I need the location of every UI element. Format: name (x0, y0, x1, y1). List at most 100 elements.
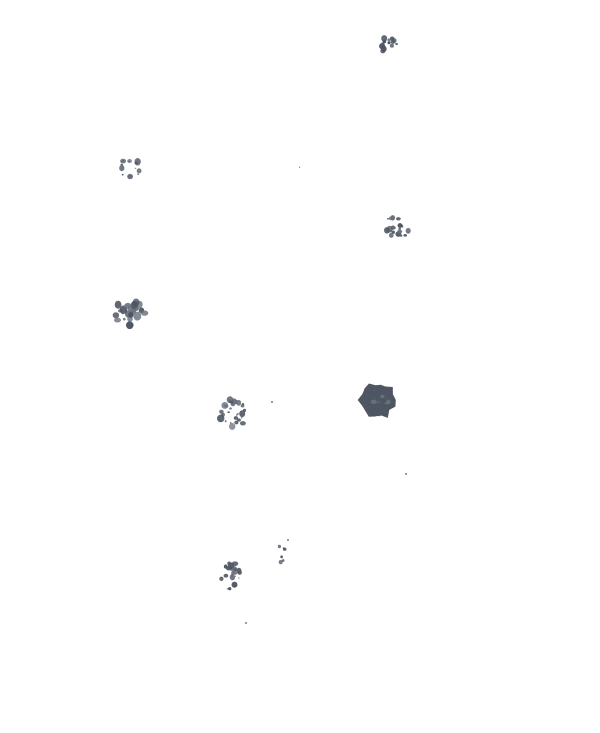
ink-speck (389, 232, 394, 238)
ink-speck (363, 392, 370, 401)
ink-speck (238, 577, 240, 579)
ink-speck (380, 388, 383, 390)
ink-speck (382, 39, 387, 44)
ink-speck (389, 36, 395, 41)
ink-speck (231, 574, 234, 578)
ink-speck (372, 386, 379, 392)
ink-speck (395, 42, 398, 46)
ink-speck (219, 409, 224, 414)
ink-speck (231, 581, 238, 588)
ink-speck (400, 224, 404, 228)
ink-speck (280, 555, 283, 559)
ink-speck (388, 216, 393, 221)
ink-speck (240, 404, 245, 408)
ink-speck (403, 234, 408, 237)
ink-speck (371, 404, 375, 407)
ink-speck (390, 39, 396, 44)
ink-speck (219, 576, 224, 581)
stray-speck (271, 401, 273, 403)
ink-speck (391, 230, 395, 234)
ink-speck (223, 573, 229, 578)
ink-speck (121, 173, 124, 176)
ink-speck (122, 317, 126, 321)
ink-speck (370, 399, 377, 404)
ink-speck (228, 422, 236, 430)
blot-left (112, 298, 149, 330)
ink-speck (236, 567, 242, 574)
ink-speck (224, 404, 226, 406)
ink-speck (118, 308, 123, 313)
ink-speck (386, 217, 390, 220)
ink-speck (140, 310, 149, 316)
ink-speck (373, 391, 378, 396)
ink-speck (234, 420, 239, 425)
ink-speck (122, 305, 125, 307)
blot-center (216, 396, 247, 430)
ink-speck (234, 575, 237, 577)
ink-speck (370, 407, 372, 409)
ink-speck (232, 399, 239, 405)
ink-speck (233, 584, 236, 587)
ink-speck (386, 394, 390, 397)
ink-speck (239, 421, 246, 426)
ink-speck (227, 411, 230, 414)
blot-dense-right (357, 383, 396, 418)
ink-speck (125, 309, 127, 312)
ink-speck (233, 416, 239, 420)
ink-speck (383, 390, 389, 397)
ink-speck (136, 168, 142, 174)
ink-speck (373, 389, 376, 392)
ink-speck (112, 312, 120, 319)
speck-lower-right (277, 544, 287, 565)
ink-speck (377, 401, 380, 404)
speck-tiny (299, 166, 301, 168)
ink-speck (398, 227, 401, 231)
ink-speck (405, 227, 411, 234)
ink-speck (125, 321, 134, 330)
ink-speck (121, 313, 124, 315)
ink-speck (391, 45, 394, 48)
blot-upper-left (119, 158, 142, 180)
ink-speck (236, 418, 241, 422)
ink-speck (379, 408, 387, 415)
ink-speck (114, 300, 122, 309)
ink-speck (114, 317, 121, 323)
ink-speck (277, 544, 282, 549)
ink-speck (133, 311, 142, 321)
ink-speck (231, 571, 236, 575)
blot-mid-right (383, 215, 411, 238)
ink-speck (134, 161, 138, 165)
ink-speck (281, 559, 285, 562)
ink-speck (239, 410, 246, 418)
ink-speck (236, 412, 240, 415)
ink-speck (134, 167, 137, 169)
ink-speck (381, 391, 385, 396)
ink-speck (397, 229, 403, 234)
ink-speck (386, 225, 393, 233)
ink-speck (240, 417, 243, 419)
stray-speck (405, 473, 407, 475)
ink-speck (378, 399, 385, 406)
ink-speck (226, 396, 234, 404)
stray-speck (287, 539, 289, 541)
ink-speck (229, 407, 232, 410)
ink-speck (278, 560, 283, 565)
ink-speck (380, 394, 385, 399)
ink-speck (233, 568, 238, 572)
ink-speck (393, 226, 396, 230)
ink-speck (379, 397, 383, 400)
ink-speck (224, 420, 227, 423)
ink-speck (232, 568, 235, 571)
ink-speck (366, 397, 369, 401)
ink-speck (128, 311, 134, 318)
ink-speck (226, 587, 229, 590)
ink-speck (299, 166, 301, 168)
ink-speck (130, 301, 138, 309)
ink-speck (134, 158, 141, 166)
ink-speck (387, 41, 391, 45)
ink-speck (396, 217, 401, 221)
blot-lower-center (219, 561, 242, 591)
ink-speck (376, 399, 379, 401)
